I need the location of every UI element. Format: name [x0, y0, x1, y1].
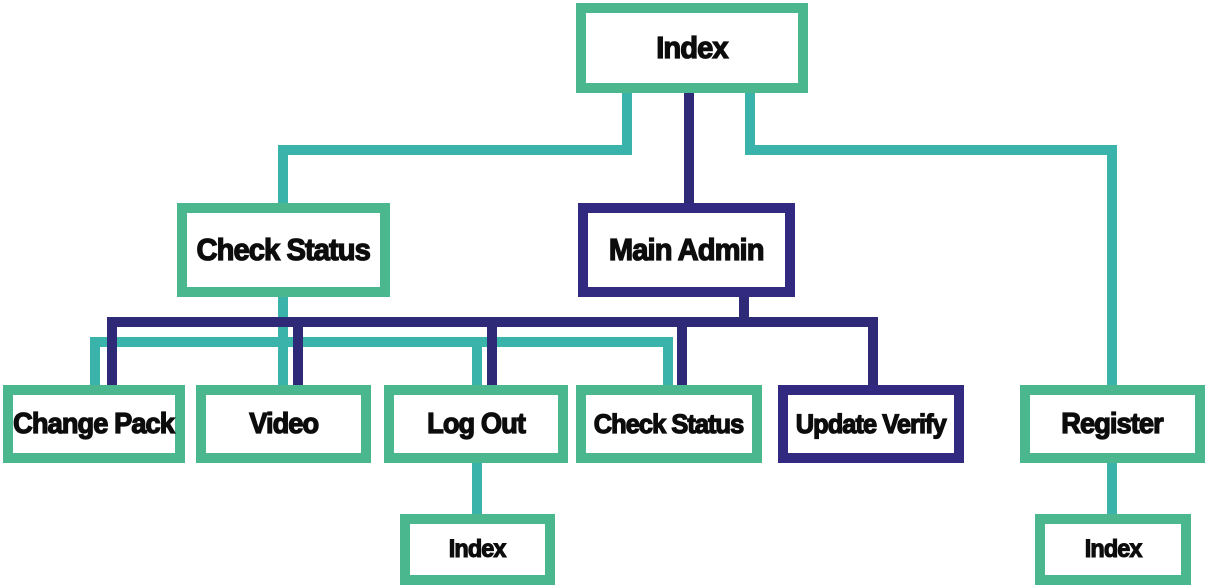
connector-index-to-register-horizontal [745, 145, 1117, 155]
connector-index-left-drop [622, 93, 632, 150]
node-main-admin: Main Admin [578, 203, 795, 297]
node-index-under-logout-label: Index [449, 534, 508, 563]
node-register-label: Register [1061, 407, 1165, 440]
node-index-under-register-label: Index [1084, 534, 1143, 563]
connector-teal-drop-logout [472, 345, 482, 385]
node-log-out: Log Out [384, 385, 568, 463]
connector-navy-drop-checkstatus2 [677, 325, 687, 385]
connector-mainadmin-bottom-drop [739, 297, 749, 317]
connector-teal-drop-checkstatus2 [663, 345, 673, 385]
node-register: Register [1020, 385, 1205, 463]
connector-index-right-drop [745, 93, 755, 150]
connector-logout-to-index-drop [472, 461, 482, 514]
node-update-verify: Update Verify [778, 385, 964, 463]
connector-index-to-mainadmin-drop [684, 93, 694, 203]
node-log-out-label: Log Out [426, 407, 526, 440]
connector-teal-drop-changepack [90, 345, 100, 385]
connector-register-to-index-drop [1107, 461, 1117, 514]
connector-navy-drop-video [293, 325, 303, 385]
connector-checkstatus1-top-drop [278, 150, 288, 203]
connector-navy-drop-updateverify [868, 325, 878, 385]
node-index-under-logout: Index [400, 514, 555, 585]
node-check-status-level1: Check Status [177, 203, 390, 297]
node-video-label: Video [248, 407, 319, 440]
connector-index-to-checkstatus-horizontal [278, 145, 632, 155]
node-check-status-level1-label: Check Status [196, 231, 372, 267]
node-video: Video [196, 385, 371, 463]
connector-navy-drop-logout [487, 325, 497, 385]
connector-register-top-drop [1107, 150, 1117, 385]
node-index-top: Index [576, 3, 808, 93]
node-index-under-register: Index [1035, 514, 1191, 585]
connector-teal-bus [90, 337, 673, 347]
connector-navy-drop-changepack [107, 325, 117, 385]
node-check-status-level2-label: Check Status [594, 408, 746, 439]
connector-navy-bus [107, 317, 878, 327]
node-check-status-level2: Check Status [576, 385, 762, 463]
node-change-pack-label: Change Pack [13, 407, 176, 440]
node-change-pack: Change Pack [3, 385, 185, 463]
node-update-verify-label: Update Verify [795, 408, 947, 439]
node-main-admin-label: Main Admin [609, 231, 766, 267]
node-index-top-label: Index [656, 29, 730, 65]
